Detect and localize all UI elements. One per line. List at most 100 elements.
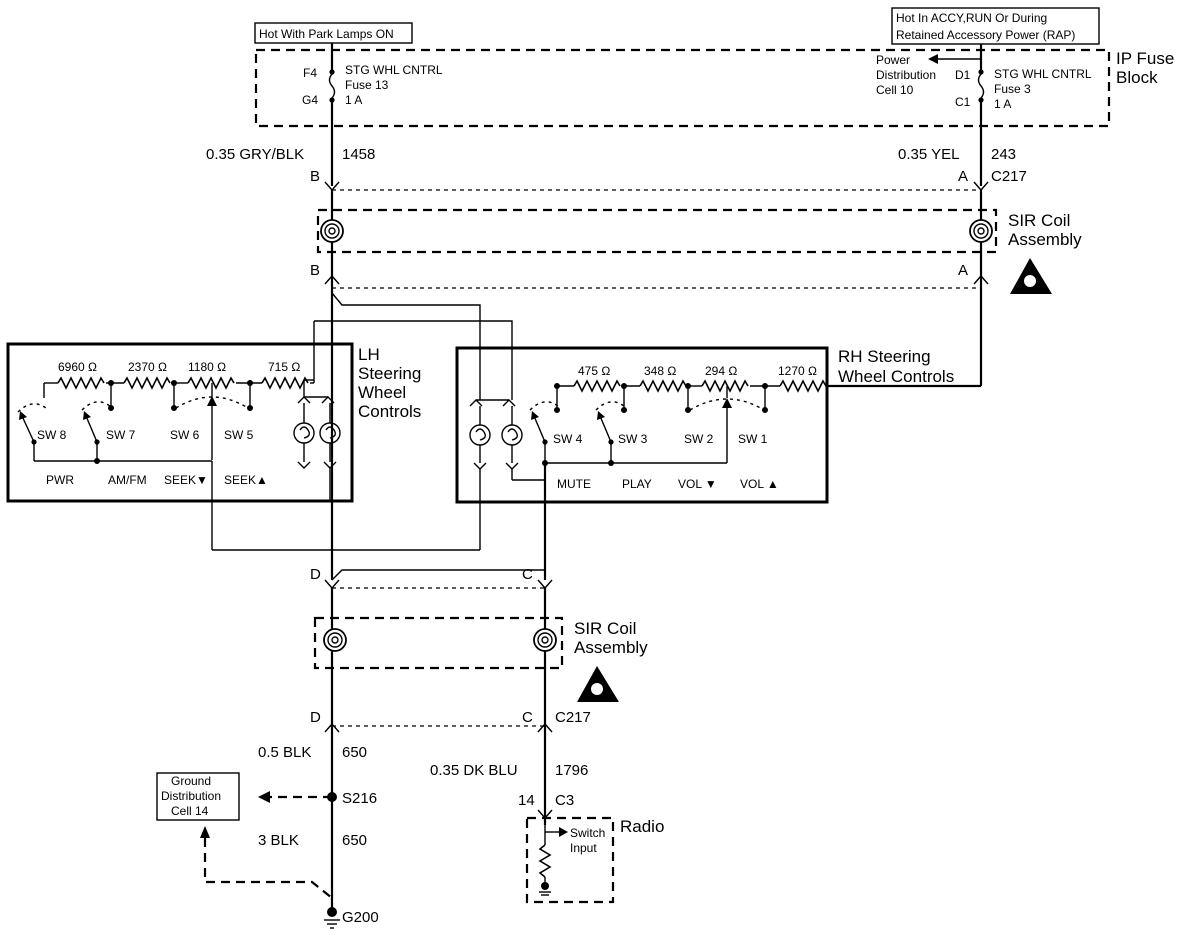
- fuse-13: [328, 43, 336, 186]
- wire-radio-circuit: 1796: [555, 762, 588, 779]
- hot-accy-label-1: Hot In ACCY,RUN Or During: [896, 11, 1047, 25]
- radio-internal: [538, 825, 568, 896]
- wire-right-top-circuit: 243: [991, 146, 1016, 163]
- fuse3-amp: 1 A: [994, 97, 1011, 111]
- c217-upper: C217: [991, 168, 1027, 185]
- pin-c-lower-bottom: C: [522, 709, 533, 726]
- ip-fuse-label-2: Block: [1116, 68, 1158, 87]
- lh-sw6-label: SW 6: [170, 428, 200, 442]
- rh-resistor-ladder: [554, 379, 981, 413]
- connector-c217-upper-lower: [324, 274, 989, 289]
- rh-sw4-label: SW 4: [553, 432, 583, 446]
- lh-func-seek-up: SEEK▲: [224, 473, 268, 487]
- wire-left-top-circuit: 1458: [342, 146, 375, 163]
- hot-accy-label-2: Retained Accessory Power (RAP): [896, 28, 1075, 42]
- pin-a-upper-bottom: A: [958, 262, 968, 279]
- c217-lower: C217: [555, 709, 591, 726]
- ground-dist-2: Distribution: [161, 789, 221, 803]
- radio-box: [525, 816, 615, 904]
- lh-sw5-label: SW 5: [224, 428, 254, 442]
- fuse13-amp: 1 A: [345, 93, 362, 107]
- pin-b-upper-bottom: B: [310, 262, 320, 279]
- sir-coil-upper-box: [316, 208, 998, 254]
- fuse3-fuse: Fuse 3: [994, 82, 1031, 96]
- splice-s216: [200, 791, 337, 899]
- fuse3-name: STG WHL CNTRL: [994, 67, 1092, 81]
- wire-ground2-circuit: 650: [342, 832, 367, 849]
- sir-coil-upper-label-2: Assembly: [1008, 230, 1082, 249]
- rh-sw2-label: SW 2: [684, 432, 714, 446]
- sir-coil-upper-left-icon: [320, 219, 344, 243]
- rh-switches: [529, 398, 765, 466]
- sir-coil-upper-label-1: SIR Coil: [1008, 211, 1070, 230]
- radio-label: Radio: [620, 817, 664, 836]
- rh-res-294: 294 Ω: [705, 364, 737, 378]
- connector-c217-lower-bottom: [324, 722, 553, 733]
- ground-dist-3: Cell 14: [171, 804, 209, 818]
- rh-controls-box: [455, 346, 829, 504]
- lh-func-pwr: PWR: [46, 473, 74, 487]
- lh-func-seek-down: SEEK▼: [164, 473, 208, 487]
- radio-connector: C3: [555, 792, 574, 809]
- hot-park-box: [254, 22, 413, 44]
- pin-a-upper-top: A: [958, 168, 968, 185]
- airbag-warning-icon-upper: [1010, 258, 1052, 294]
- rh-func-vol-down: VOL ▼: [678, 477, 717, 491]
- lh-res-6960: 6960 Ω: [58, 360, 97, 374]
- lh-sw7-label: SW 7: [106, 428, 136, 442]
- pin-b-upper-top: B: [310, 168, 320, 185]
- lh-controls-label-2: Steering: [358, 364, 421, 383]
- power-dist-2: Distribution: [876, 68, 936, 82]
- ip-fuse-block-box: [254, 48, 1111, 128]
- lh-res-2370: 2370 Ω: [128, 360, 167, 374]
- ground-g200-icon: [324, 907, 340, 929]
- sir-coil-upper-right-icon: [969, 219, 993, 243]
- ip-fuse-label-1: IP Fuse: [1116, 49, 1174, 68]
- sir-coil-lower-label-2: Assembly: [574, 638, 648, 657]
- fuse13-fuse: Fuse 13: [345, 78, 389, 92]
- rh-res-1270: 1270 Ω: [778, 364, 817, 378]
- ground-dist-1: Ground: [171, 774, 211, 788]
- fuse13-name: STG WHL CNTRL: [345, 63, 443, 77]
- sir-coil-lower-left-icon: [323, 628, 347, 652]
- ground-dist-box: [156, 772, 240, 821]
- wire-ground-circuit: 650: [342, 744, 367, 761]
- wire-right-top-gauge: 0.35 YEL: [898, 146, 959, 163]
- rh-lamps: [469, 399, 523, 470]
- power-dist-1: Power: [876, 53, 910, 67]
- wire-left-top-gauge: 0.35 GRY/BLK: [206, 146, 304, 163]
- fuse13-pin-top: F4: [303, 66, 317, 80]
- lh-func-amfm: AM/FM: [108, 473, 147, 487]
- connector-c217-lower: [324, 579, 553, 590]
- power-dist-3: Cell 10: [876, 83, 914, 97]
- lh-res-715: 715 Ω: [268, 360, 300, 374]
- switch-input-1: Switch: [570, 826, 605, 840]
- rh-func-mute: MUTE: [557, 477, 591, 491]
- wire-ground2-gauge: 3 BLK: [258, 832, 299, 849]
- wire-radio-gauge: 0.35 DK BLU: [430, 762, 518, 779]
- rh-func-play: PLAY: [622, 477, 652, 491]
- lh-resistor-ladder: [43, 320, 332, 411]
- lh-controls-box: [6, 342, 354, 503]
- pin-c-lower-top: C: [522, 566, 533, 583]
- interconnect-wires: [212, 288, 547, 581]
- lh-controls-label-4: Controls: [358, 402, 421, 421]
- hot-park-label: Hot With Park Lamps ON: [259, 27, 394, 41]
- rh-controls-label-2: Wheel Controls: [838, 367, 954, 386]
- sir-coil-lower-right-icon: [533, 628, 557, 652]
- hot-accy-box: [891, 7, 1100, 45]
- lh-controls-label-3: Wheel: [358, 383, 406, 402]
- lh-switches: [17, 396, 249, 550]
- connector-c217-upper: [324, 181, 989, 192]
- sir-coil-lower-box: [313, 616, 564, 670]
- rh-func-vol-up: VOL ▲: [740, 477, 779, 491]
- rh-res-475: 475 Ω: [578, 364, 610, 378]
- fuse3-pin-top: D1: [955, 68, 971, 82]
- rh-res-348: 348 Ω: [644, 364, 676, 378]
- switch-input-2: Input: [570, 841, 597, 855]
- lh-res-1180: 1180 Ω: [188, 360, 226, 374]
- rh-sw1-label: SW 1: [738, 432, 768, 446]
- rh-sw3-label: SW 3: [618, 432, 648, 446]
- wire-ground-gauge: 0.5 BLK: [258, 744, 311, 761]
